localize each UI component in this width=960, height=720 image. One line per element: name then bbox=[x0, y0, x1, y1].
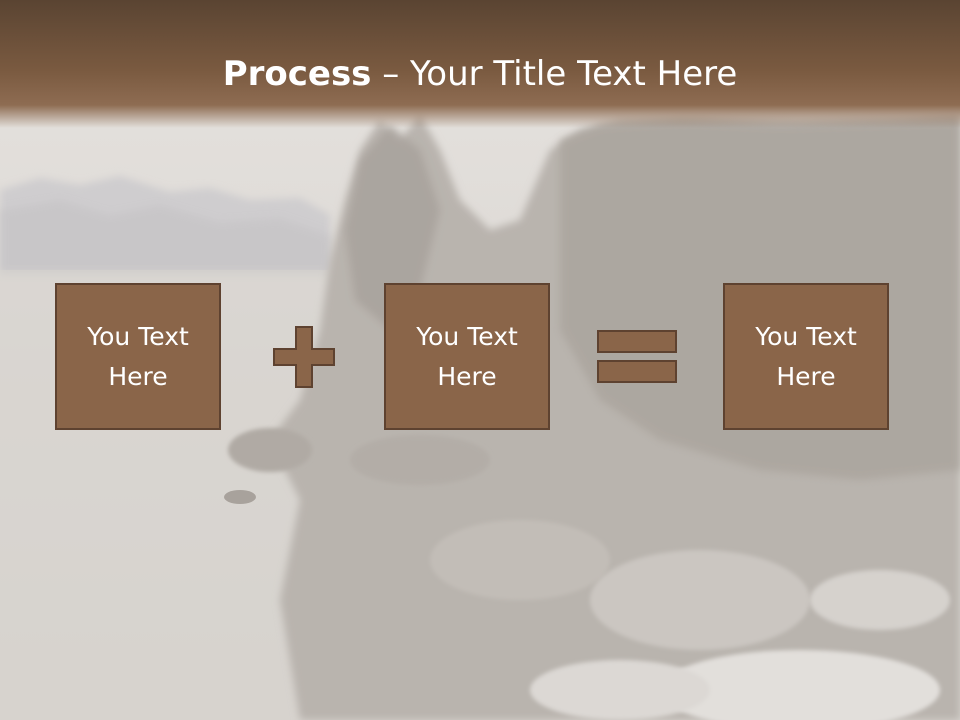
process-box-1-line1: You Text bbox=[87, 321, 189, 351]
process-box-1[interactable]: You Text Here bbox=[55, 283, 221, 430]
title-bold-word: Process bbox=[222, 54, 372, 94]
plus-icon bbox=[273, 326, 335, 388]
process-box-1-line2: Here bbox=[108, 361, 168, 391]
process-box-2[interactable]: You Text Here bbox=[384, 283, 550, 430]
process-box-2-line1: You Text bbox=[416, 321, 518, 351]
process-box-3[interactable]: You Text Here bbox=[723, 283, 889, 430]
slide-title: Process – Your Title Text Here bbox=[0, 54, 960, 94]
process-box-3-line1: You Text bbox=[755, 321, 857, 351]
title-banner bbox=[0, 0, 960, 128]
process-box-3-line2: Here bbox=[776, 361, 836, 391]
title-rest-text: – Your Title Text Here bbox=[371, 54, 738, 94]
process-box-2-line2: Here bbox=[437, 361, 497, 391]
equals-icon bbox=[597, 330, 677, 383]
